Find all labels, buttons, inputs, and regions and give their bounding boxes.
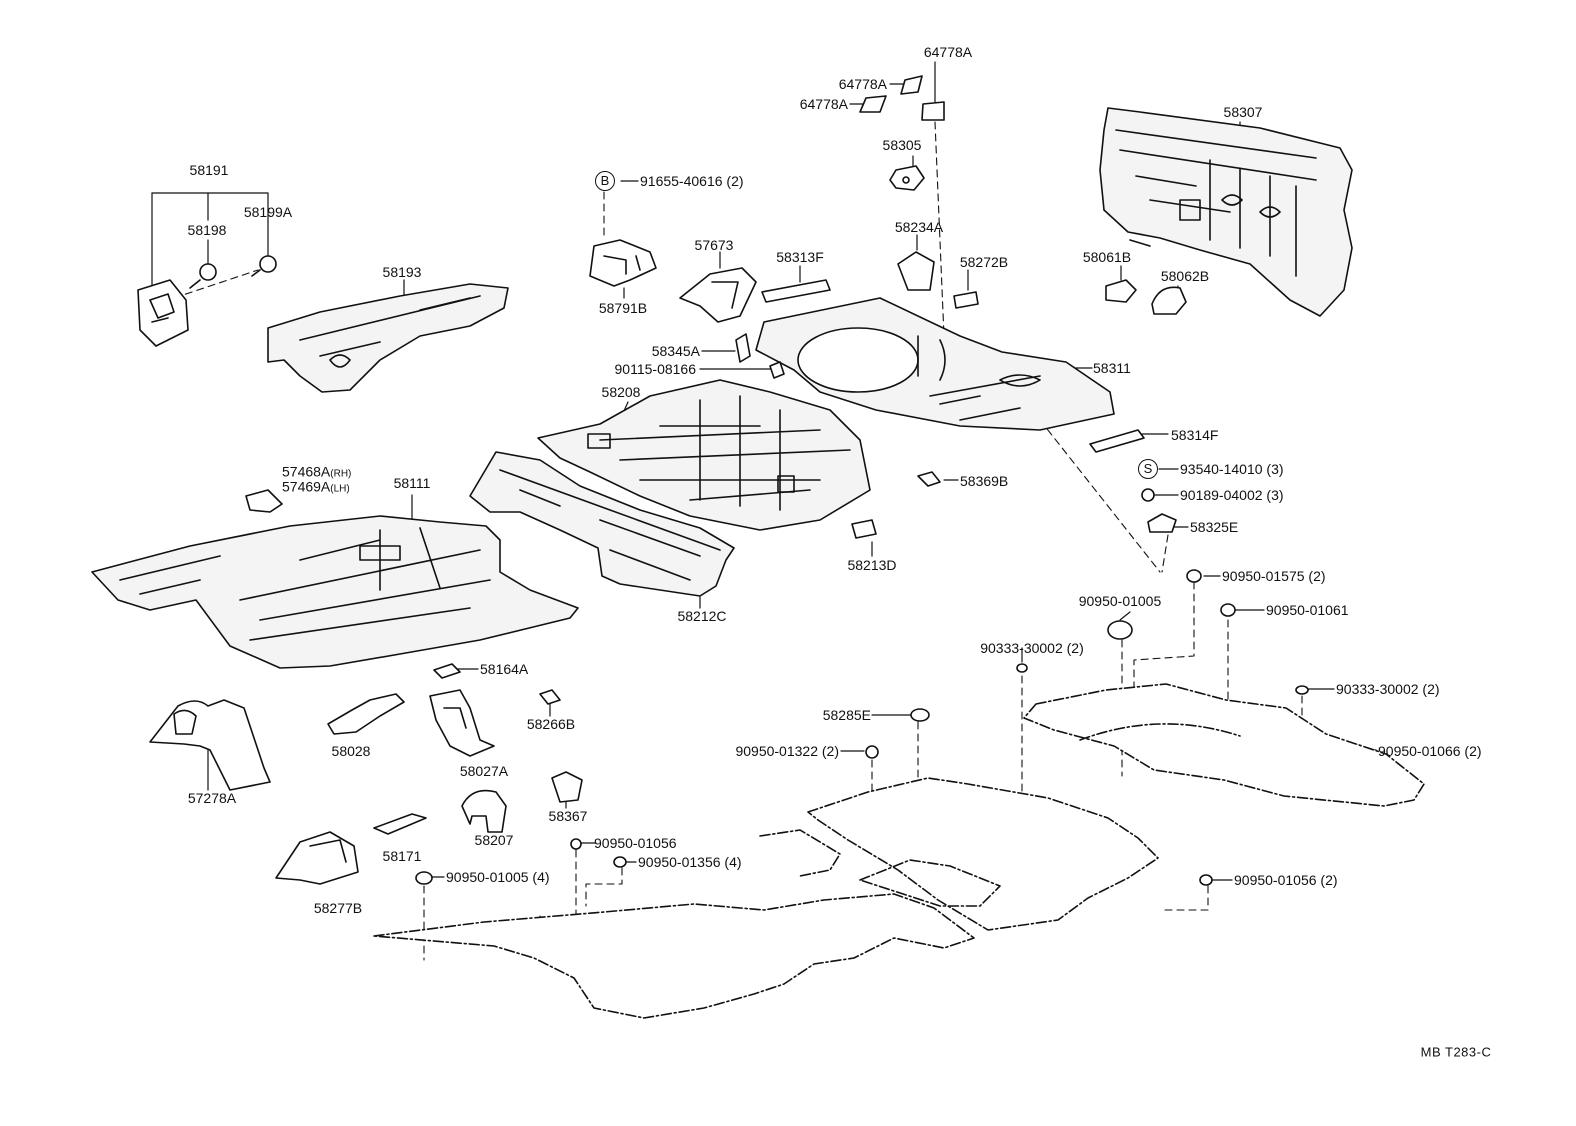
label-58791b: 58791B [598,300,648,316]
bracket-58325e [1147,513,1177,533]
clip-58369b [917,471,941,487]
label-57468a: 57468A(RH) [282,464,351,483]
label-90950-01056-b: 90950-01056 (2) [1234,872,1338,888]
label-64778a-top: 64778A [923,44,973,60]
label-58111: 58111 [393,475,431,491]
marker-s-circle: S [1138,459,1158,479]
bracket-57278a [149,699,271,791]
bracket-58277b [275,831,359,885]
label-58028: 58028 [331,743,371,759]
floor-pan-58311 [755,297,1115,431]
reinforcement-58314f [1089,429,1145,453]
marker-b-circle: B [595,171,615,191]
label-58313f: 58313F [776,249,824,265]
label-90333-30002-a: 90333-30002 (2) [980,640,1084,656]
label-58027a: 58027A [459,763,509,779]
bracket-57468a [245,489,283,513]
label-90950-01575: 90950-01575 (2) [1222,568,1326,584]
label-58305: 58305 [882,137,922,153]
label-58285e: 58285E [822,707,871,723]
label-58266b: 58266B [526,716,576,732]
part-58191 [137,279,189,347]
bracket-57673 [679,267,757,323]
bracket-58164a [433,663,461,679]
label-58061b: 58061B [1082,249,1132,265]
part-58198 [189,263,217,289]
carpet-rear-floor [807,777,1159,931]
clip-58266b [539,689,561,705]
bracket-58027a [429,689,495,757]
label-58062b: 58062B [1160,268,1210,284]
label-90333-30002-b: 90333-30002 (2) [1336,681,1440,697]
crossmember-58212c [469,451,735,597]
label-58325e: 58325E [1190,519,1239,535]
part-58199a [251,255,277,277]
label-58307: 58307 [1223,104,1263,120]
label-58207: 58207 [474,832,514,848]
pad-58213d [851,519,877,539]
label-58367: 58367 [548,808,588,824]
label-58213d: 58213D [847,557,897,573]
label-57468a-code: 57468A [282,463,331,480]
label-90950-01066: 90950-01066 (2) [1378,743,1482,759]
label-57278a: 57278A [187,790,237,806]
bracket-58062b [1151,286,1187,315]
bracket-58345a [735,333,751,363]
label-58345a: 58345A [651,343,700,359]
label-90950-01005-a: 90950-01005 [1078,593,1162,609]
label-93540-14010: 93540-14010 (3) [1180,461,1284,477]
label-90950-01056-a: 90950-01056 [594,835,677,851]
carpet-front-floor [373,829,1001,1019]
label-58198: 58198 [187,222,227,238]
panel-58307 [1099,107,1353,317]
label-58164a: 58164A [480,661,529,677]
label-58212c: 58212C [677,608,727,624]
label-58193: 58193 [382,264,422,280]
label-90189-04002: 90189-04002 (3) [1180,487,1284,503]
bracket-58234a [897,251,935,291]
bracket-58207 [461,789,507,833]
label-57469a: 57469A(LH) [282,479,350,498]
fastener-90189 [1141,488,1155,502]
label-58272b: 58272B [959,254,1009,270]
floor-pan-58111 [91,515,579,669]
label-90115-08166: 90115-08166 [614,361,696,377]
label-91655-40616: 91655-40616 (2) [640,173,744,189]
label-57469a-side: (LH) [330,483,350,495]
pad-58272b [953,291,979,309]
pad-64778a-group [859,75,945,121]
label-90950-01005-b: 90950-01005 (4) [446,869,550,885]
bracket-58061b [1105,279,1137,303]
label-57673: 57673 [694,237,734,253]
label-57469a-code: 57469A [282,478,331,495]
bracket-58367 [551,771,583,803]
label-58314f: 58314F [1171,427,1219,443]
bracket-58028 [327,693,405,735]
label-58208: 58208 [601,384,641,400]
bracket-58305 [889,165,925,191]
label-58369b: 58369B [960,473,1009,489]
label-58277b: 58277B [313,900,363,916]
label-58191: 58191 [189,162,229,178]
label-90950-01356: 90950-01356 (4) [638,854,742,870]
label-90950-01061: 90950-01061 [1266,602,1349,618]
carpet-rear-luggage [1023,683,1425,807]
label-58199a: 58199A [243,204,293,220]
bracket-58791b [589,239,657,287]
diagram-reference-code: MB T283-C [1420,1044,1492,1060]
label-64778a-mid: 64778A [838,76,887,92]
label-57468a-side: (RH) [330,468,352,480]
reinforcement-58313f [761,279,831,303]
floor-pan-58208 [537,379,871,531]
bracket-58171 [373,813,427,835]
label-58234a: 58234A [894,219,944,235]
label-90950-01322: 90950-01322 (2) [735,743,839,759]
bolt-90115 [769,361,785,379]
label-58311: 58311 [1093,360,1131,376]
label-64778a-low: 64778A [799,96,848,112]
label-58171: 58171 [382,848,422,864]
member-58193 [267,283,509,393]
